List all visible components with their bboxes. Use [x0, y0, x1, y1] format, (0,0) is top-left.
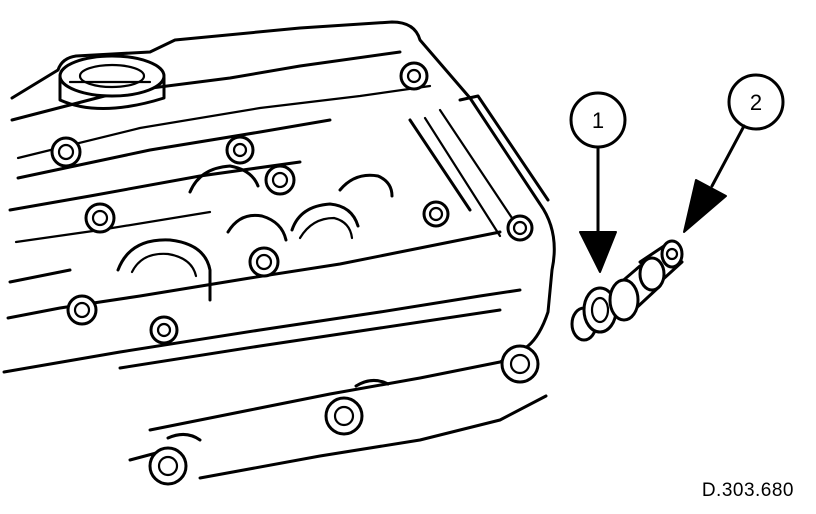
callout-circle	[727, 73, 785, 131]
bolt-boss	[148, 446, 188, 486]
bolt-boss	[50, 136, 82, 168]
bolt-boss	[422, 200, 450, 228]
bolt-boss	[66, 294, 98, 326]
bolt-boss	[324, 396, 364, 436]
cylinder-head-cover	[2, 20, 556, 480]
bolt-boss	[506, 214, 534, 242]
bolt-boss	[399, 61, 429, 91]
callout-1: 1	[569, 91, 627, 273]
arrow-head	[683, 179, 727, 233]
fitting-assembly	[570, 239, 684, 342]
bolt-bosses	[50, 61, 540, 486]
bolt-boss	[248, 246, 280, 278]
bolt-boss	[264, 164, 296, 196]
bolt-boss	[149, 315, 179, 345]
callout-label: 1	[592, 108, 604, 133]
leader-line	[710, 124, 746, 188]
drawing-reference-code: D.303.680	[701, 480, 794, 501]
arrow-head	[579, 231, 617, 273]
bolt-boss	[225, 135, 255, 165]
callout-2: 2	[683, 73, 785, 233]
union-fitting	[608, 239, 684, 322]
callout-label: 2	[750, 90, 762, 115]
bolt-boss	[500, 344, 540, 384]
bolt-boss	[84, 202, 116, 234]
